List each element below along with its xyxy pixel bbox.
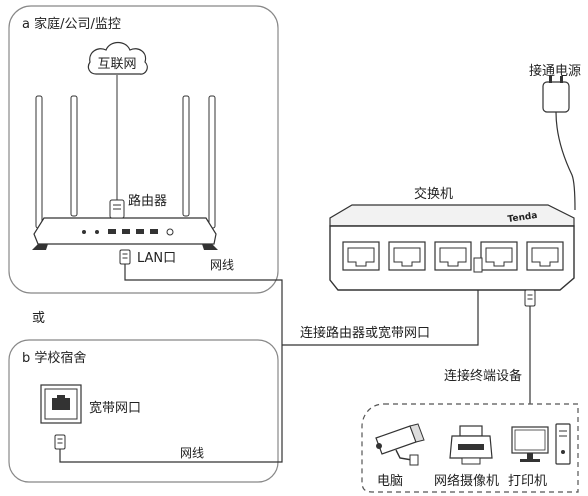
terminal-devices-panel [361,403,579,493]
wall-port-icon [40,384,82,424]
power-label: 接通电源 [529,63,581,79]
cable-a-label: 网线 [210,258,234,272]
printer-icon [449,425,493,465]
scenario-b-panel: b 学校宿舍 [8,339,279,483]
device-computer-label: 电脑 [377,474,403,489]
internet-cloud-icon: 互联网 [87,41,148,75]
lan-port-label: LAN口 [137,251,176,266]
cable-a-line [124,264,283,345]
router-label: 路由器 [128,193,167,209]
scenario-a-title: a 家庭/公司/监控 [22,16,121,32]
power-adapter-icon [542,76,576,211]
uplink-label: 连接路由器或宽带网口 [300,325,430,341]
cable-b-line [59,345,283,463]
lan-plug-b-icon [54,434,66,450]
device-printer-label: 打印机 [508,474,547,489]
switch-brand: Tenda [507,211,538,225]
camera-icon [375,423,425,466]
computer-icon [511,423,571,465]
lan-plug-icon [119,249,131,265]
uplink-line [282,272,479,346]
or-text: 或 [32,311,45,326]
switch-ports [342,241,564,271]
internet-label: 互联网 [97,57,136,72]
router-icon [32,95,218,250]
scenario-a-panel: a 家庭/公司/监控 [8,5,279,294]
scenario-b-title: b 学校宿舍 [22,350,86,366]
downlink-label: 连接终端设备 [444,368,522,384]
cable-b-label: 网线 [180,446,204,460]
switch-label: 交换机 [414,186,453,202]
wall-port-label: 宽带网口 [89,400,141,416]
downlink-plug-icon [524,289,536,307]
device-camera-label: 网络摄像机 [434,473,499,489]
switch-icon: Tenda [329,204,575,291]
